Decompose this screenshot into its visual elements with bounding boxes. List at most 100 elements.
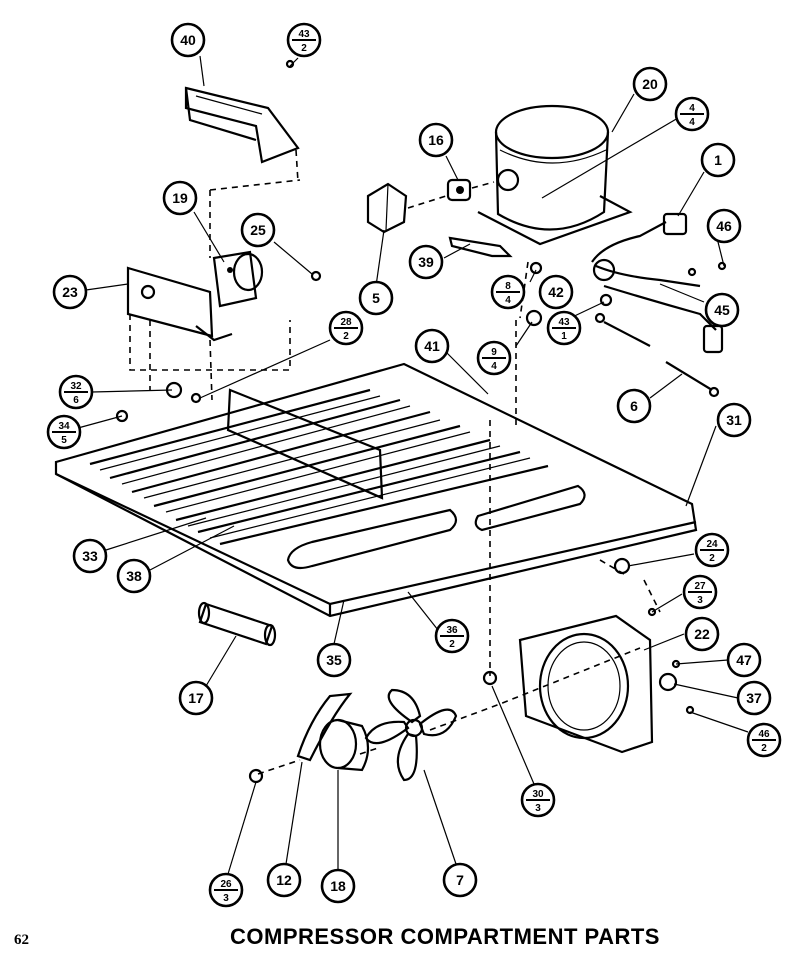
svg-text:1: 1	[561, 331, 567, 342]
part-wire-harness-1	[591, 212, 724, 354]
callout-20: 20	[632, 66, 668, 102]
part-relay-5	[366, 182, 408, 234]
svg-text:2: 2	[301, 43, 307, 54]
part-fan-motor-18	[318, 718, 370, 772]
svg-text:9: 9	[491, 347, 497, 358]
callout-12: 12	[266, 862, 302, 898]
svg-text:4: 4	[505, 295, 511, 306]
callout-17: 17	[178, 680, 214, 716]
svg-text:4: 4	[491, 361, 497, 372]
callout-16: 16	[418, 122, 454, 158]
svg-text:23: 23	[62, 284, 78, 300]
condenser-coil-rows	[89, 388, 549, 546]
svg-text:5: 5	[372, 290, 380, 306]
svg-text:3: 3	[697, 595, 703, 606]
svg-text:38: 38	[126, 568, 142, 584]
callout-39: 39	[408, 244, 444, 280]
svg-text:2: 2	[709, 553, 715, 564]
callout-41: 41	[414, 328, 450, 364]
dashed-right-lines	[599, 559, 661, 613]
callout-18: 18	[320, 868, 356, 904]
svg-text:37: 37	[746, 690, 762, 706]
dashed-vertical-lines	[489, 261, 529, 676]
svg-text:19: 19	[172, 190, 188, 206]
svg-text:25: 25	[250, 222, 266, 238]
part-drier-17	[197, 601, 277, 647]
dashed-fan-axis	[257, 647, 641, 775]
svg-text:17: 17	[188, 690, 204, 706]
callout-8-4: 84	[490, 274, 526, 310]
svg-text:43: 43	[298, 29, 310, 40]
svg-text:2: 2	[761, 743, 767, 754]
svg-text:35: 35	[326, 652, 342, 668]
svg-text:39: 39	[418, 254, 434, 270]
svg-text:18: 18	[330, 878, 346, 894]
callout-23: 23	[52, 274, 88, 310]
svg-text:6: 6	[73, 395, 79, 406]
callout-46-top: 46	[706, 208, 742, 244]
svg-text:47: 47	[736, 652, 752, 668]
svg-text:4: 4	[689, 103, 695, 114]
part-fan-shroud-22	[518, 614, 654, 754]
callout-37: 37	[736, 680, 772, 716]
part-grommet-16	[446, 178, 472, 202]
svg-text:24: 24	[706, 539, 718, 550]
page-number: 62	[14, 932, 29, 948]
callout-6: 6	[616, 388, 652, 424]
part-fan-blade-7	[364, 688, 458, 782]
diagram-caption: COMPRESSOR COMPARTMENT PARTS	[0, 924, 800, 950]
callout-35: 35	[316, 642, 352, 678]
svg-text:36: 36	[446, 625, 458, 636]
callout-36-2: 362	[434, 618, 470, 654]
svg-text:3: 3	[535, 803, 541, 814]
callout-1: 1	[700, 142, 736, 178]
svg-text:43: 43	[558, 317, 570, 328]
callout-32-6: 326	[58, 374, 94, 410]
svg-text:7: 7	[456, 872, 464, 888]
svg-text:31: 31	[726, 412, 742, 428]
svg-text:34: 34	[58, 421, 70, 432]
callout-38: 38	[116, 558, 152, 594]
svg-text:46: 46	[758, 729, 770, 740]
part-wire-6	[594, 312, 720, 398]
dashed-bracket-lines	[209, 149, 301, 258]
svg-text:16: 16	[428, 132, 444, 148]
callout-27-3: 273	[682, 574, 718, 610]
callout-33: 33	[72, 538, 108, 574]
callout-43-1: 431	[546, 310, 582, 346]
callout-40: 40	[170, 22, 206, 58]
part-motor-bracket-12	[296, 692, 353, 762]
callout-9-4: 94	[476, 340, 512, 376]
part-compressor-20	[477, 104, 633, 246]
svg-text:1: 1	[714, 152, 722, 168]
part-timer-19	[212, 250, 264, 308]
small-hardware	[115, 59, 727, 784]
svg-text:3: 3	[223, 893, 229, 904]
callout-34-5: 345	[46, 414, 82, 450]
callout-31: 31	[716, 402, 752, 438]
dashed-mount-lines	[129, 314, 291, 401]
callout-46-2: 462	[746, 722, 782, 758]
svg-text:40: 40	[180, 32, 196, 48]
svg-text:42: 42	[548, 284, 564, 300]
svg-text:12: 12	[276, 872, 292, 888]
svg-text:41: 41	[424, 338, 440, 354]
callout-45: 45	[704, 292, 740, 328]
callout-5: 5	[358, 280, 394, 316]
svg-text:2: 2	[449, 639, 455, 650]
part-bracket-40	[184, 86, 300, 164]
svg-text:22: 22	[694, 626, 710, 642]
callout-19: 19	[162, 180, 198, 216]
part-base-pan-31	[54, 362, 698, 618]
svg-text:2: 2	[343, 331, 349, 342]
svg-text:4: 4	[689, 117, 695, 128]
callout-43-2: 432	[286, 22, 322, 58]
svg-text:28: 28	[340, 317, 352, 328]
callout-22: 22	[684, 616, 720, 652]
callout-30-3: 303	[520, 782, 556, 818]
callout-47: 47	[726, 642, 762, 678]
part-plate-23	[126, 266, 233, 342]
callout-25: 25	[240, 212, 276, 248]
part-clip-39	[448, 236, 513, 258]
